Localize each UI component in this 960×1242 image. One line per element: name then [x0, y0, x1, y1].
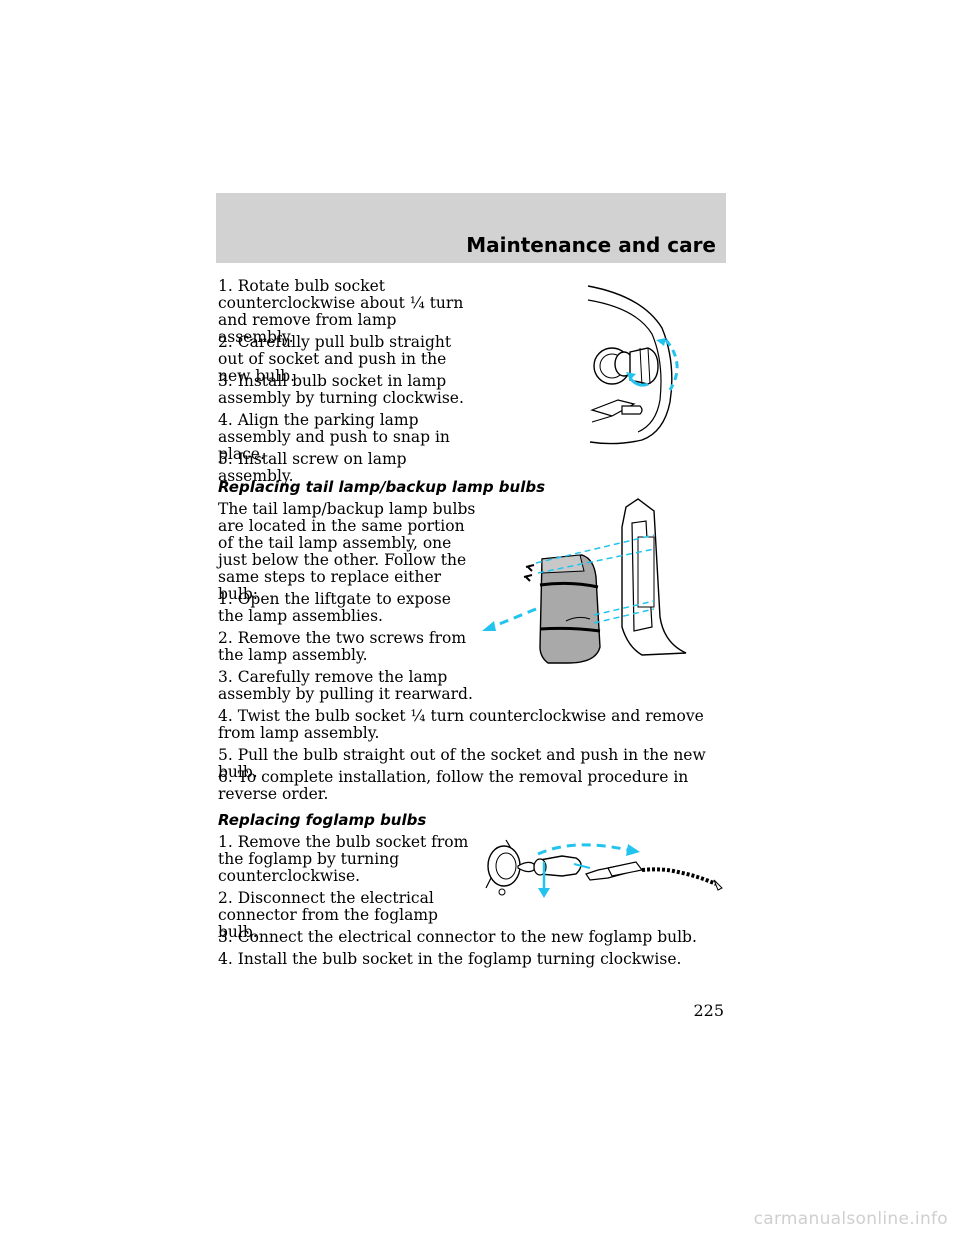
parking-step-4: 4. Align the parking lamp assembly and p… [218, 411, 450, 463]
tail-step-2: 2. Remove the two screws from the lamp a… [218, 629, 467, 664]
foglamp-illustration [485, 839, 723, 898]
parking-lamp-illustration [587, 285, 679, 445]
tail-step-3: 3. Carefully remove the lamp assembly by… [218, 668, 473, 703]
tail-lamp-intro: The tail lamp/backup lamp bulbs are loca… [218, 500, 476, 603]
page-number: 225 [693, 1001, 724, 1020]
tail-step-1: 1. Open the liftgate to expose the lamp … [218, 590, 451, 625]
parking-step-1: 1. Rotate bulb socket counterclockwise a… [218, 277, 464, 346]
foglamp-heading: Replacing foglamp bulbs [218, 811, 427, 829]
tail-lamp-illustration [482, 498, 687, 664]
fog-step-4: 4. Install the bulb socket in the foglam… [218, 950, 682, 968]
fog-step-3: 3. Connect the electrical connector to t… [218, 928, 697, 946]
parking-step-5: 5. Install screw on lamp assembly. [218, 450, 407, 485]
tail-lamp-heading: Replacing tail lamp/backup lamp bulbs [218, 478, 545, 496]
tail-step-5: 5. Pull the bulb straight out of the soc… [218, 746, 706, 781]
fog-step-1: 1. Remove the bulb socket from the fogla… [218, 833, 469, 885]
section-header-band: Maintenance and care [216, 193, 726, 263]
tail-step-4: 4. Twist the bulb socket ¼ turn counterc… [218, 707, 704, 742]
tail-step-6: 6. To complete installation, follow the … [218, 768, 689, 803]
fog-step-2: 2. Disconnect the electrical connector f… [218, 889, 438, 941]
watermark: carmanualsonline.info [753, 1209, 948, 1229]
section-title: Maintenance and care [466, 233, 716, 257]
parking-step-2: 2. Carefully pull bulb straight out of s… [218, 333, 452, 385]
parking-step-3: 3. Install bulb socket in lamp assembly … [218, 372, 464, 407]
